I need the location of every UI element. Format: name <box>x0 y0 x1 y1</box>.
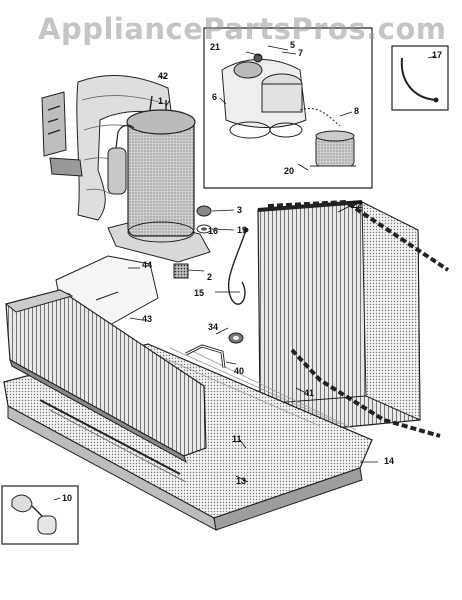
electrical-inset <box>203 27 373 189</box>
mounting-bracket <box>41 91 83 177</box>
callout-15: 15 <box>194 288 205 298</box>
callout-42: 42 <box>158 71 169 81</box>
compressor <box>107 95 196 243</box>
callout-17: 17 <box>432 50 443 60</box>
callout-5: 5 <box>290 40 296 50</box>
callout-16: 16 <box>208 226 219 236</box>
callout-41: 41 <box>304 388 315 398</box>
refrigerant-tubing <box>185 332 244 369</box>
callout-11: 11 <box>232 434 242 444</box>
callout-19: 19 <box>237 225 248 235</box>
callout-1: 1 <box>158 96 164 106</box>
leader-lines <box>53 45 437 501</box>
tube-inset <box>391 45 449 111</box>
callout-13: 13 <box>236 476 247 486</box>
callout-10: 10 <box>62 493 73 503</box>
watermark-text: AppliancePartsPros.com <box>38 12 447 46</box>
callout-14: 14 <box>384 456 395 466</box>
callout-22: 22 <box>352 200 363 210</box>
callout-8: 8 <box>354 106 360 116</box>
callout-20: 20 <box>284 166 295 176</box>
callout-44: 44 <box>142 260 153 270</box>
callout-6: 6 <box>212 92 218 102</box>
mount-hardware <box>173 205 212 279</box>
callout-43: 43 <box>142 314 153 324</box>
capillary-tube <box>227 227 249 305</box>
callout-7: 7 <box>298 48 304 58</box>
blower-housing <box>4 289 207 464</box>
callout-3: 3 <box>237 205 243 215</box>
condenser-coil <box>267 199 450 438</box>
callout-40: 40 <box>234 366 245 376</box>
callout-21: 21 <box>210 42 221 52</box>
callout-34: 34 <box>208 322 219 332</box>
callout-2: 2 <box>207 272 213 282</box>
motor-inset <box>1 485 79 545</box>
